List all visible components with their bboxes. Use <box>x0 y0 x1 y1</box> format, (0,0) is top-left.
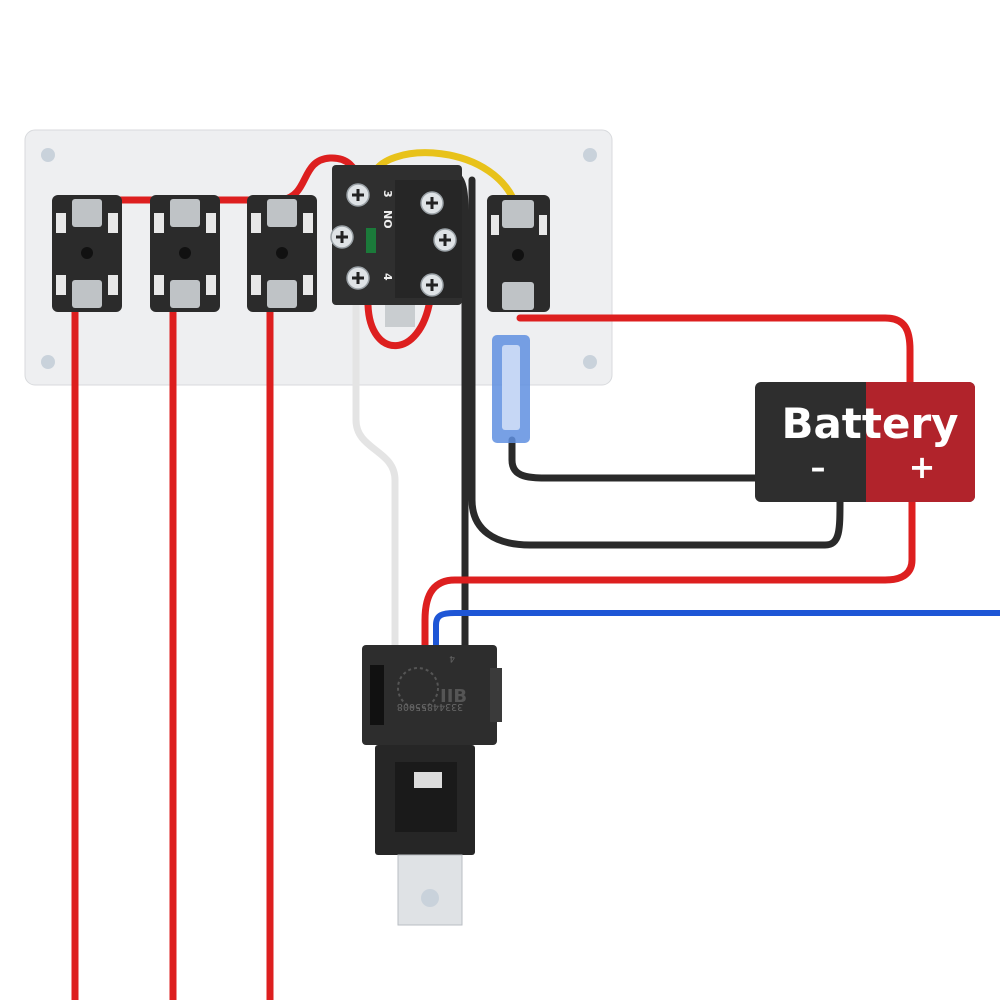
terminal-block-2 <box>150 195 220 312</box>
battery-label: Battery <box>781 399 958 448</box>
red-jumper-wire <box>364 296 434 350</box>
black-wire-battery-neg <box>508 436 762 482</box>
mounting-hole <box>583 355 597 369</box>
switch-terminal-4: 4 <box>381 273 394 281</box>
battery-negative-terminal: – <box>811 451 826 486</box>
switch-contact-block: 3 NO 4 <box>329 165 462 327</box>
switch-contact-type: NO <box>381 210 394 229</box>
terminal-block-3 <box>247 195 317 312</box>
red-wire-battery-pos <box>516 314 914 389</box>
battery: Battery – + <box>755 382 975 502</box>
relay-pin-label: 4 <box>449 653 455 663</box>
relay-part-number: 33344855008 <box>397 701 463 712</box>
relay-logo: IIB <box>440 686 467 707</box>
mounting-hole <box>583 148 597 162</box>
relay: IIB 33344855008 4 <box>362 645 502 926</box>
terminal-block-4 <box>487 195 550 312</box>
blue-spade-connector <box>492 335 530 443</box>
switch-terminal-3: 3 <box>381 190 394 198</box>
mounting-hole <box>41 355 55 369</box>
mounting-hole <box>41 148 55 162</box>
battery-positive-terminal: + <box>909 448 936 486</box>
red-wire-relay-feed <box>421 496 916 652</box>
terminal-block-1 <box>52 195 122 312</box>
black-wire-ground <box>468 176 844 549</box>
blue-wire-trigger <box>433 610 1000 651</box>
white-wire <box>352 301 399 652</box>
